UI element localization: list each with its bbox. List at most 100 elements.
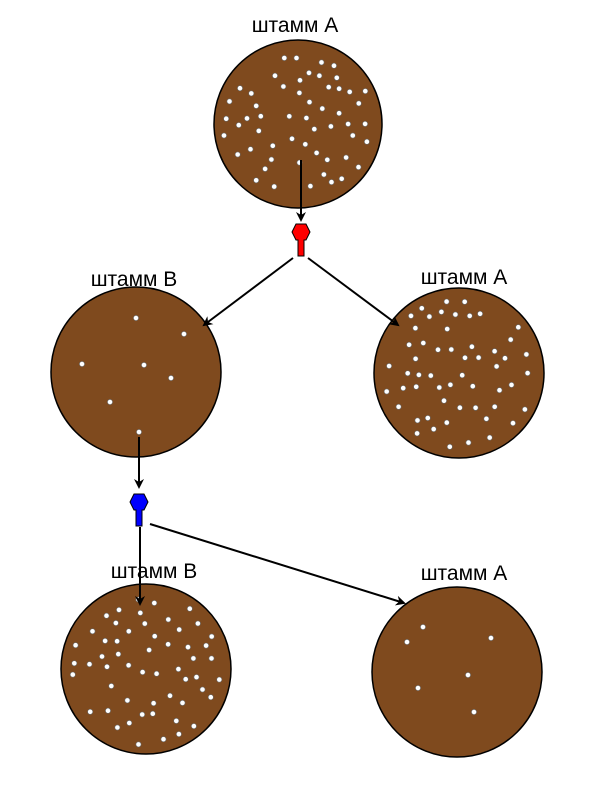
plaque (297, 77, 303, 84)
plaque (133, 315, 139, 321)
plaque (136, 429, 142, 435)
plaque (338, 175, 345, 182)
plaque (71, 660, 78, 667)
plaque (441, 397, 447, 404)
arrow-blue-to-strain-a (149, 523, 406, 606)
plaque (466, 312, 473, 319)
plaque (456, 404, 463, 411)
plaque (472, 404, 479, 411)
plaque (443, 419, 450, 426)
plaque (415, 371, 422, 378)
plaque (125, 628, 132, 635)
plaque (193, 674, 200, 680)
plaque (114, 724, 121, 731)
plaque (125, 662, 132, 669)
plaque (226, 98, 233, 105)
arrow-red-to-strain-b (202, 257, 294, 327)
dish-bottom-left-label: штамм В (111, 560, 198, 583)
plaque (280, 83, 287, 90)
plaque (216, 676, 223, 683)
dish-bottom-left-plaques (69, 596, 223, 748)
plaque (488, 635, 494, 641)
dish-mid-left-plaques (79, 315, 187, 435)
plaque (223, 115, 230, 122)
dish-bottom-right-plaques (404, 624, 494, 715)
dish-bottom-left-plate (60, 583, 232, 755)
plaque (336, 85, 342, 92)
plaque (272, 72, 278, 79)
plaque (415, 685, 421, 691)
plaque (257, 113, 264, 120)
plaque (153, 670, 160, 677)
plaque (444, 326, 451, 332)
plaque (333, 74, 340, 81)
plaque (507, 336, 514, 343)
plaque (286, 113, 293, 120)
plaque (486, 434, 493, 441)
plaque (175, 731, 182, 737)
plaque (475, 354, 482, 361)
plaque (491, 348, 498, 355)
plaque (414, 430, 420, 437)
plaque (72, 642, 79, 649)
plaque (362, 121, 368, 127)
plaque (186, 605, 193, 612)
plaque (319, 105, 326, 112)
plaque (400, 385, 407, 391)
plaque (234, 151, 241, 158)
plaque (420, 624, 426, 630)
plaque (235, 122, 242, 128)
plaque (150, 700, 157, 707)
plaque (69, 671, 76, 678)
plaque (430, 426, 437, 432)
plaque (208, 655, 215, 662)
dish-mid-right-plaques (383, 298, 531, 450)
plaque (221, 132, 227, 139)
plaque (253, 103, 260, 109)
dish-mid-left-plate (50, 286, 222, 458)
plaque (137, 610, 144, 616)
plaque (413, 383, 420, 390)
plaque (508, 381, 515, 388)
plaque (313, 149, 320, 156)
dish-bottom-right-plate (371, 586, 543, 758)
plaque (363, 138, 370, 145)
plaque (469, 383, 476, 390)
plaque (185, 644, 191, 650)
plaque (262, 165, 268, 172)
plaque (343, 154, 349, 161)
plaque (146, 647, 152, 653)
plaque (446, 443, 453, 450)
plaque (247, 146, 254, 153)
plaque (447, 381, 454, 388)
plaque (306, 99, 313, 105)
plaque (160, 736, 167, 743)
plaque (408, 312, 414, 319)
plaque (459, 372, 466, 379)
plaque (303, 115, 310, 121)
plaque (207, 694, 214, 701)
dish-bottom-right-label: штамм А (421, 562, 508, 585)
plaque (412, 355, 419, 362)
plaque (496, 387, 503, 394)
plaque (86, 661, 93, 668)
plaque (103, 612, 110, 619)
plaque (203, 642, 209, 649)
plaque (316, 72, 323, 79)
plaque (104, 663, 110, 670)
plaque (116, 607, 122, 613)
plaque (269, 142, 276, 149)
plaque (524, 370, 531, 376)
dish-mid-right-plate (373, 287, 545, 459)
plaque (493, 363, 500, 370)
plaque (244, 115, 250, 122)
plaque (139, 669, 146, 675)
dish-top-plaques (221, 55, 370, 190)
plaque (190, 723, 197, 729)
plaque (176, 626, 183, 633)
red-marker-icon (291, 223, 311, 257)
plaque (151, 633, 158, 640)
plaque (346, 89, 353, 95)
plaque (181, 331, 187, 337)
